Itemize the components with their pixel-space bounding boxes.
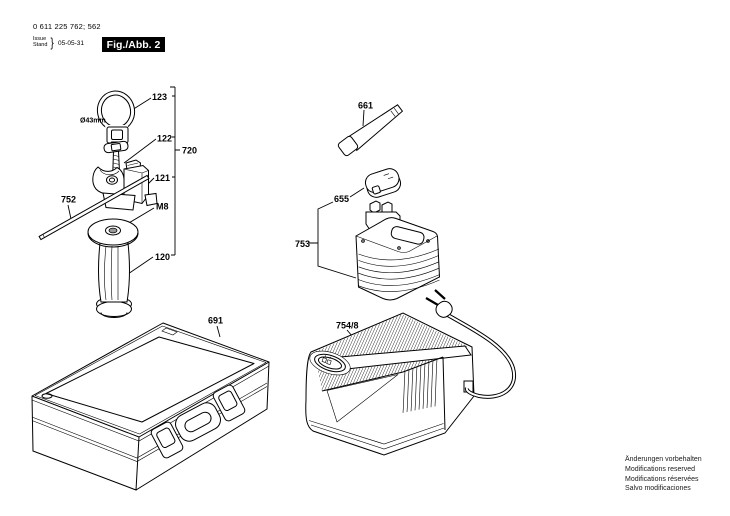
- brace: }: [50, 35, 54, 50]
- battery-cap-drawing: [364, 168, 402, 198]
- part-label-121: 121: [155, 173, 170, 183]
- part-label-720: 720: [182, 146, 197, 156]
- part-label-691: 691: [208, 316, 223, 326]
- notice-line: Salvo modificaciones: [625, 485, 691, 493]
- notice-line: Änderungen vorbehalten: [625, 456, 702, 463]
- part-label-123: 123: [152, 92, 167, 102]
- part-label-753: 753: [295, 239, 310, 249]
- footer-notices: Änderungen vorbehalten Modifications res…: [625, 455, 702, 494]
- handle-drawing: [87, 218, 139, 318]
- part-label-122: 122: [157, 134, 172, 144]
- part-label-661: 661: [358, 101, 373, 111]
- bracket-753: [309, 201, 357, 279]
- battery-drawing: [355, 200, 441, 301]
- part-label-754-8: 754/8: [336, 321, 359, 331]
- case-drawing: [31, 322, 270, 491]
- label-m8: M8: [156, 202, 169, 212]
- tube-drawing: [337, 104, 404, 157]
- issue-label: Issue: [33, 36, 47, 42]
- charger-drawing: [305, 289, 517, 456]
- part-label-655: 655: [334, 194, 349, 204]
- issue-date: 05-05-31: [58, 40, 85, 47]
- issue-stand-label: Issue Stand: [33, 36, 48, 49]
- wing-screw-drawing: [103, 140, 129, 173]
- stand-label: Stand: [33, 41, 48, 48]
- part-label-752: 752: [61, 195, 76, 205]
- depth-rod-drawing: [38, 174, 150, 241]
- part-label-120: 120: [155, 252, 170, 262]
- bracket-720: [170, 86, 180, 256]
- leader-lines: [67, 97, 365, 344]
- document-number: 0 611 225 762; 562: [33, 22, 101, 31]
- notice-line: Modifications reserved: [625, 465, 696, 473]
- label-diameter: Ø43mm: [80, 118, 106, 125]
- notice-line: Modifications réservées: [625, 475, 699, 483]
- figure-label: Fig./Abb. 2: [102, 37, 165, 52]
